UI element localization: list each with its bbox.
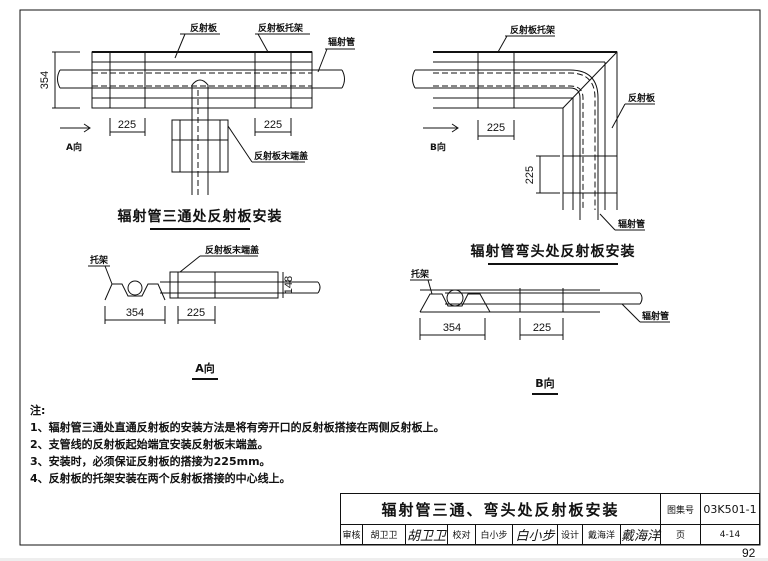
elbow-view-label: B向 xyxy=(430,141,446,153)
check-label: 校对 xyxy=(448,525,476,544)
tee-label-reflector: 反射板 xyxy=(190,22,218,34)
view-a-dim-overlap: 225 xyxy=(187,307,205,319)
view-a-drawing: 148 354 225 托架 反射板末端盖 A向 xyxy=(88,244,321,380)
page-label: 页 xyxy=(661,525,701,544)
elbow-dim-overlap-h: 225 xyxy=(487,122,505,134)
view-a-dim-height: 148 xyxy=(283,276,295,294)
view-b-dim-width: 354 xyxy=(443,322,461,334)
notes: 注: 1、辐射管三通处直通反射板的安装方法是将有旁开口的反射板搭接在两侧反射板上… xyxy=(30,402,445,487)
elbow-title: 辐射管弯头处反射板安装 xyxy=(471,243,636,260)
tee-drawing: 354 225 225 A向 反射板 反射板托架 辐射管 反射板末端盖 辐射管三… xyxy=(39,22,355,230)
title-block: 辐射管三通、弯头处反射板安装 图集号 03K501-1 审核 胡卫卫 胡卫卫 校… xyxy=(340,493,760,545)
note-item: 1、辐射管三通处直通反射板的安装方法是将有旁开口的反射板搭接在两侧反射板上。 xyxy=(30,421,445,434)
elbow-label-pipe: 辐射管 xyxy=(618,218,645,230)
tee-dim-overlap-left: 225 xyxy=(118,119,136,131)
atlas-number: 03K501-1 xyxy=(701,494,759,525)
view-b-title: B向 xyxy=(535,376,554,390)
checker-signature: 白小步 xyxy=(513,525,558,544)
view-a-dim-width: 354 xyxy=(126,307,144,319)
designer-signature: 戴海洋 xyxy=(621,525,661,544)
atlas-label: 图集号 xyxy=(661,494,701,525)
view-a-label-support: 托架 xyxy=(90,254,108,266)
view-b-label-pipe: 辐射管 xyxy=(642,310,669,322)
notes-heading: 注: xyxy=(30,404,46,417)
tee-view-label: A向 xyxy=(66,141,82,153)
checker-name: 白小步 xyxy=(476,525,513,544)
tee-label-bracket: 反射板托架 xyxy=(258,22,303,34)
tee-end-cap xyxy=(171,119,229,173)
view-a-label-end-cap: 反射板末端盖 xyxy=(205,244,259,256)
elbow-label-bracket: 反射板托架 xyxy=(510,24,555,36)
drawing-frame xyxy=(19,9,761,546)
view-a-support-profile xyxy=(104,283,166,301)
tee-title: 辐射管三通处反射板安装 xyxy=(118,208,283,225)
review-label: 审核 xyxy=(341,525,363,544)
view-b-dim-overlap: 225 xyxy=(533,322,551,334)
designer-name: 戴海洋 xyxy=(583,525,621,544)
footer-strip xyxy=(0,558,768,561)
note-item: 3、安装时，必须保证反射板的搭接为225mm。 xyxy=(30,455,271,468)
note-item: 4、反射板的托架安装在两个反射板搭接的中心线上。 xyxy=(30,472,291,485)
elbow-drawing: 225 225 B向 反射板托架 反射板 辐射管 辐射管弯头处反射板安装 xyxy=(412,24,656,265)
view-b-support-profile xyxy=(419,293,491,313)
view-a-title: A向 xyxy=(195,361,215,375)
tee-branch-pipe xyxy=(191,79,209,195)
note-item: 2、支管线的反射板起始端宜安装反射板末端盖。 xyxy=(30,438,269,451)
title-block-title: 辐射管三通、弯头处反射板安装 xyxy=(341,494,661,525)
elbow-label-reflector: 反射板 xyxy=(628,92,656,104)
design-label: 设计 xyxy=(558,525,583,544)
reviewer-name: 胡卫卫 xyxy=(363,525,406,544)
elbow-dim-overlap-v: 225 xyxy=(524,166,536,184)
page-code: 4-14 xyxy=(719,529,741,540)
elbow-pipe xyxy=(415,69,599,220)
reviewer-signature: 胡卫卫 xyxy=(406,525,448,544)
view-a-plate xyxy=(169,271,279,299)
tee-label-pipe: 辐射管 xyxy=(328,36,355,48)
view-b-label-support: 托架 xyxy=(411,268,429,280)
tee-label-end-cap: 反射板末端盖 xyxy=(254,150,308,162)
tee-dim-height: 354 xyxy=(39,71,51,89)
view-b-drawing: 354 225 托架 辐射管 B向 xyxy=(410,268,670,395)
page-number: 92 xyxy=(742,546,756,560)
tee-dim-overlap-right: 225 xyxy=(264,119,282,131)
